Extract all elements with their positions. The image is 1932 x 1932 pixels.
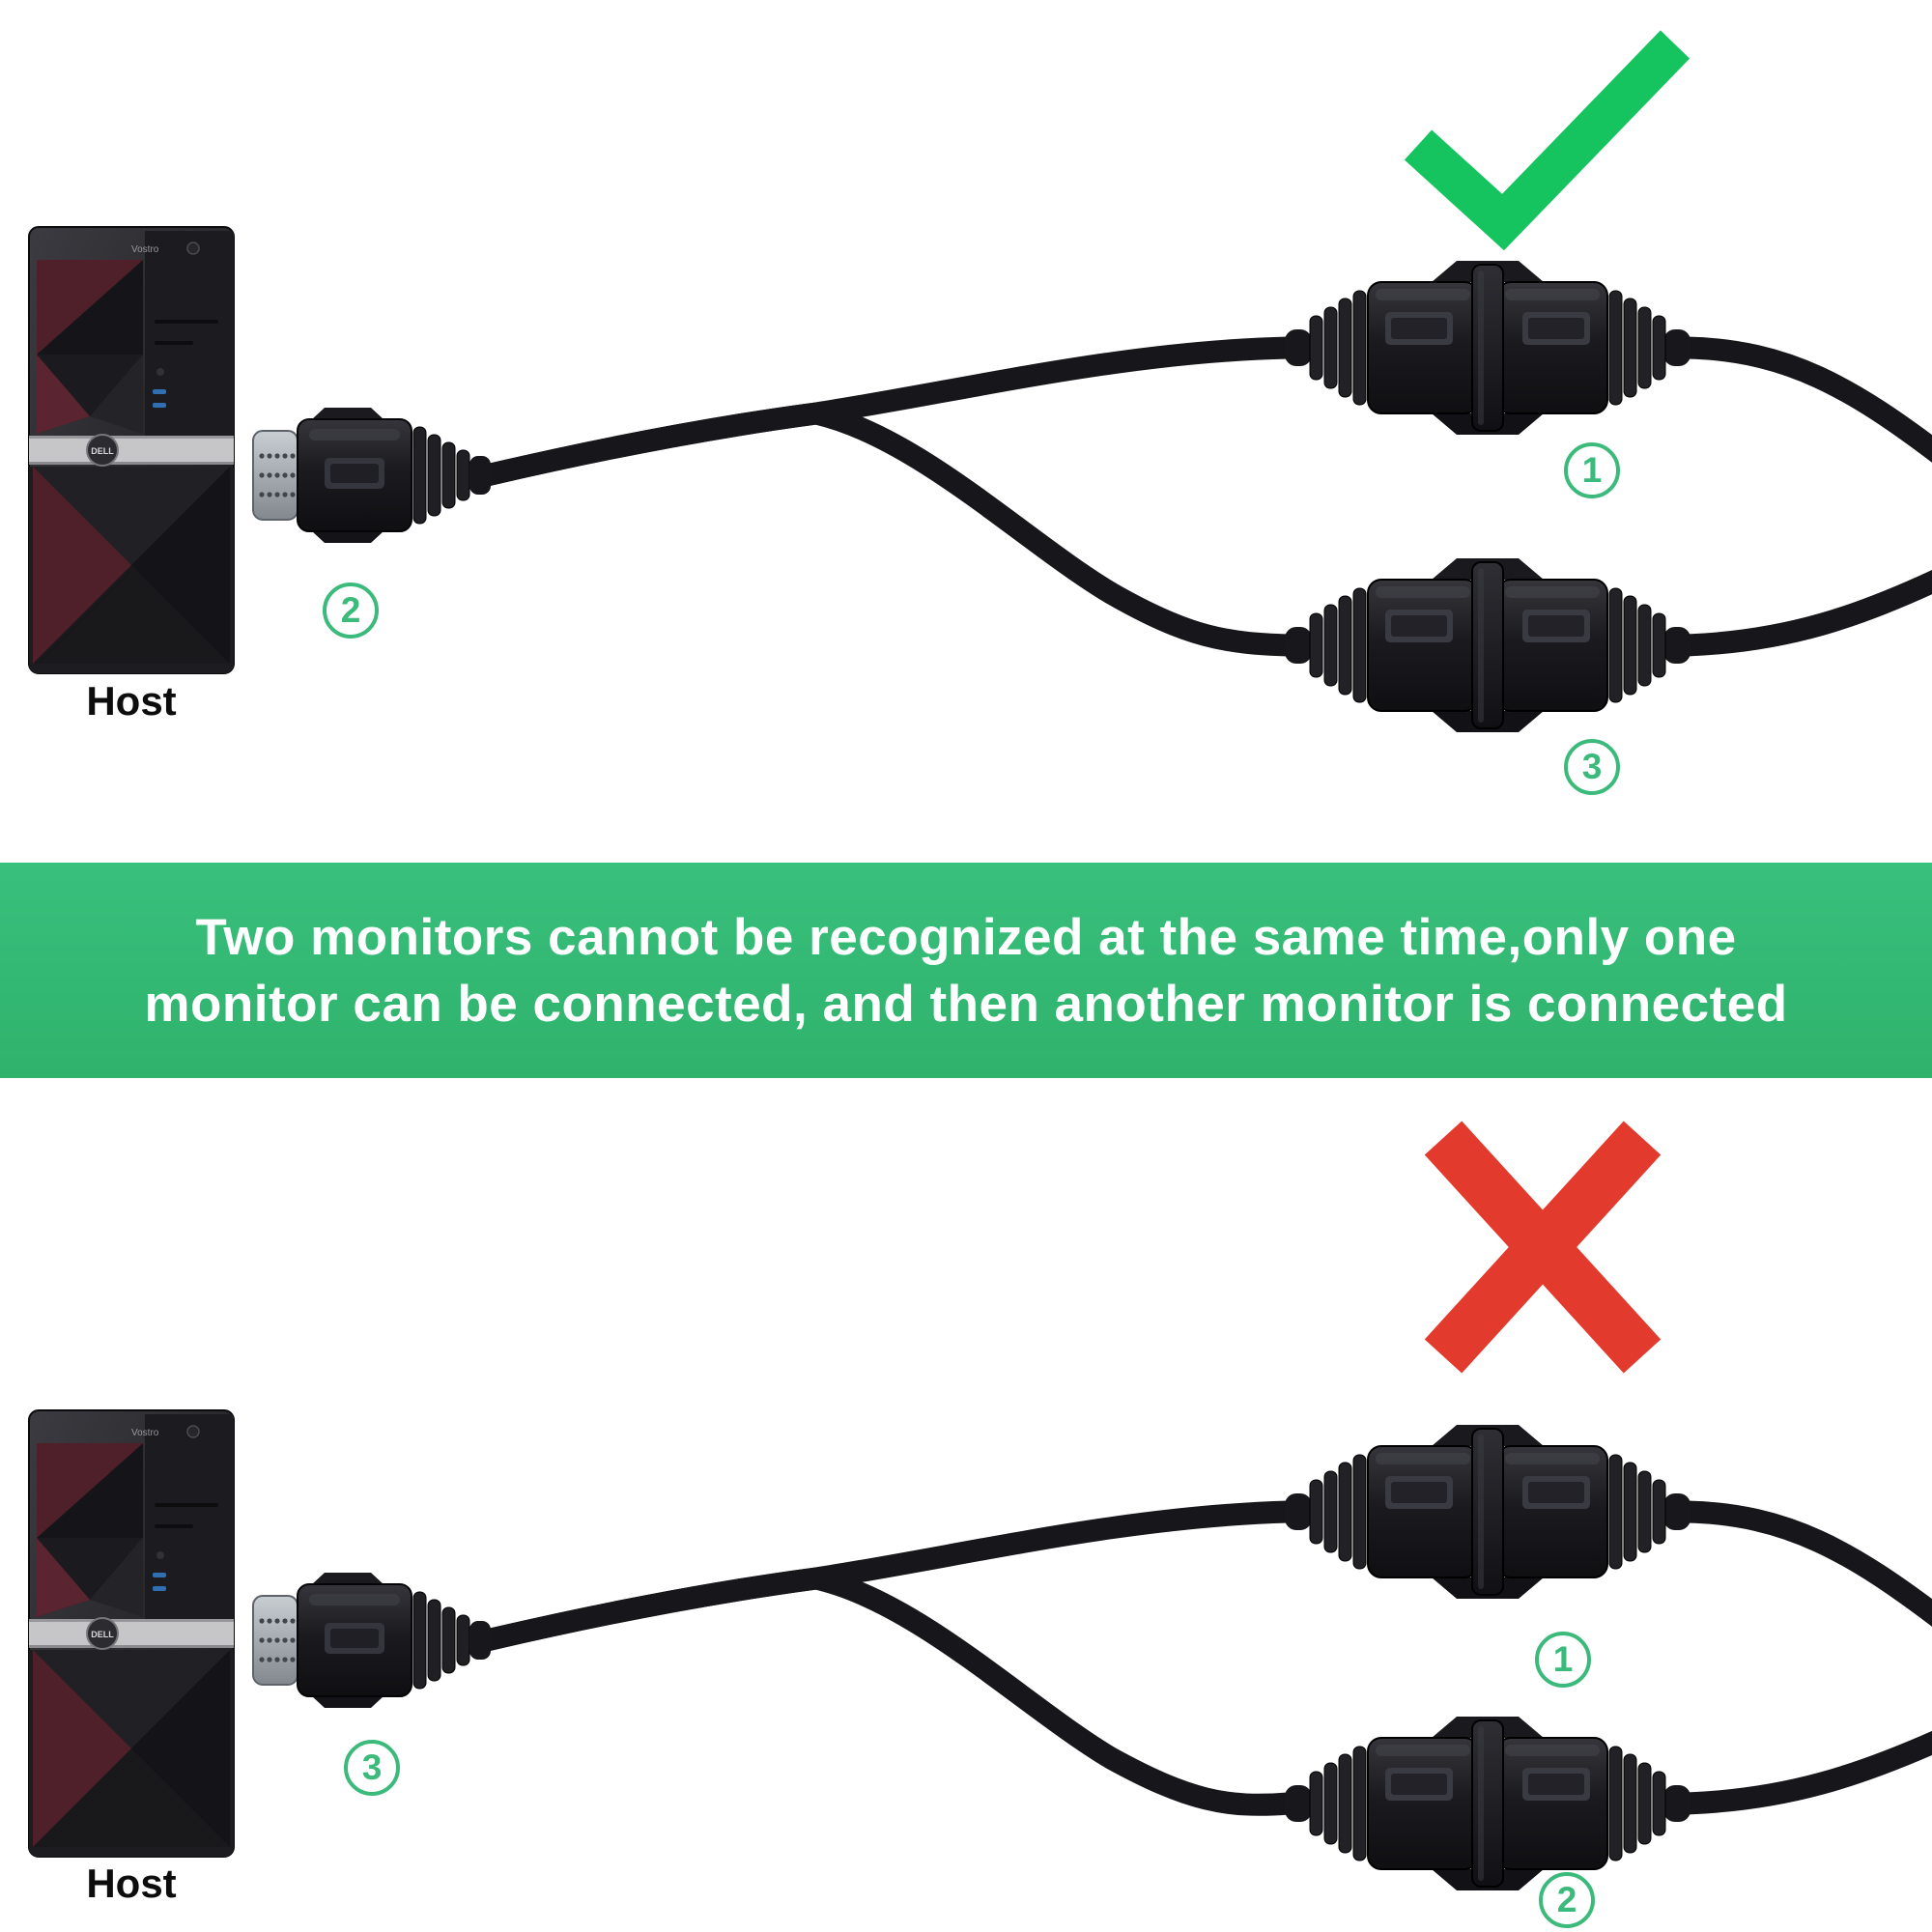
cross-icon: [1424, 1121, 1662, 1374]
vga-coupler-lower: [1284, 1716, 1691, 1891]
notice-line-1: Two monitors cannot be recognized at the…: [195, 908, 1737, 966]
cable-host-to-coupler-3: [475, 402, 1300, 657]
host-tower: [29, 1410, 234, 1857]
cable-coupler-2-out: [1675, 1730, 1932, 1815]
host-tower: [29, 227, 234, 673]
step-badge-host-correct: 2: [323, 582, 379, 639]
cable-coupler-1-out: [1675, 336, 1932, 463]
step-badge-lower-incorrect: 2: [1539, 1872, 1595, 1928]
host-label-bottom: Host: [86, 1861, 177, 1906]
notice-banner: Two monitors cannot be recognized at the…: [0, 863, 1932, 1078]
check-icon: [1404, 30, 1690, 251]
host-vga-connector: [252, 407, 492, 544]
host-vga-connector: [252, 1572, 492, 1709]
cables: [475, 1500, 1932, 1816]
vga-coupler-upper: [1284, 1424, 1691, 1600]
section-correct-art: [29, 30, 1932, 733]
step-badge-host-incorrect: 3: [344, 1740, 400, 1796]
cables: [475, 336, 1932, 657]
step-badge-upper-incorrect: 1: [1535, 1632, 1591, 1688]
notice-line-2: monitor can be connected, and then anoth…: [144, 975, 1788, 1033]
host-label-top: Host: [86, 678, 177, 724]
vga-coupler-lower: [1284, 557, 1691, 733]
cable-coupler-3-out: [1675, 569, 1932, 657]
cable-coupler-1-out: [1675, 1500, 1932, 1627]
step-badge-upper-correct: 1: [1564, 442, 1620, 498]
step-badge-lower-correct: 3: [1564, 739, 1620, 795]
vga-coupler-upper: [1284, 260, 1691, 436]
cable-host-to-coupler-2: [475, 1567, 1300, 1816]
section-incorrect-art: [29, 1121, 1932, 1891]
